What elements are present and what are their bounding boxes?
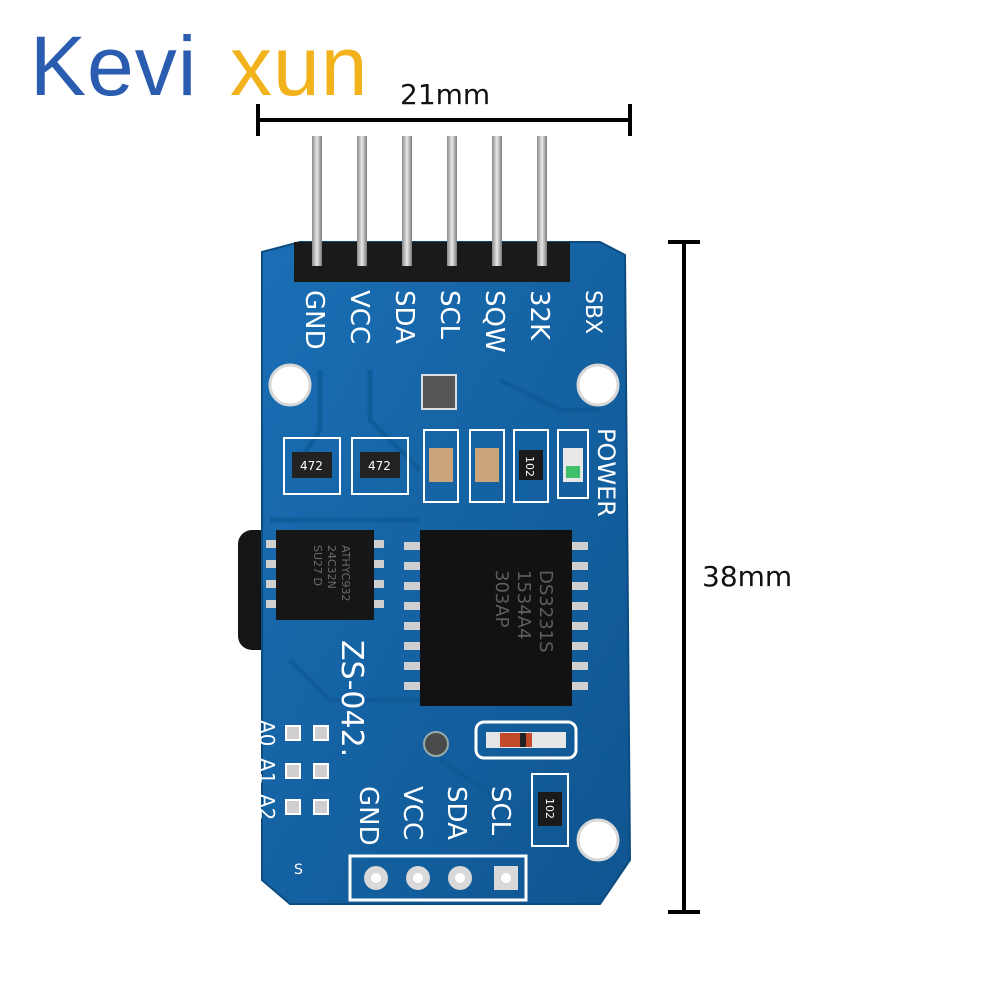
eeprom-text: 24C32N (325, 545, 338, 589)
small-ic (421, 374, 457, 410)
s-mark: S (294, 862, 303, 878)
address-pads (285, 725, 329, 815)
power-label: POWER (592, 428, 620, 517)
width-dimension-label: 21mm (400, 78, 491, 111)
resistor-code: 102 (543, 798, 556, 819)
eeprom-chip: ATHYC932 24C32N SU27 D (266, 530, 384, 620)
bottom-pin-holes (348, 854, 528, 902)
address-label: A1 (255, 758, 279, 784)
mounting-holes (268, 363, 620, 862)
bottom-pin-label: VCC (397, 786, 427, 840)
resistor-arrays: 472 472 (283, 437, 409, 495)
brand-logo: Kevi xun (30, 18, 390, 128)
eeprom-text: SU27 D (311, 545, 324, 586)
bottom-pin-label: SCL (485, 786, 515, 836)
via (423, 731, 449, 757)
top-pin-label: SQW (479, 290, 509, 353)
top-pin-labels: GND VCC SDA SCL SQW 32K SBX (299, 290, 605, 353)
address-label: A0 (255, 720, 279, 746)
diode (474, 720, 578, 760)
sbx-label: SBX (580, 290, 605, 334)
power-led (557, 429, 589, 499)
height-dimension-line (668, 240, 700, 914)
top-pin-label: SDA (389, 290, 419, 344)
resistor-102-bottom: 102 (531, 773, 569, 847)
bottom-pin-labels: GND VCC SDA SCL (353, 786, 515, 846)
eeprom-text: ATHYC932 (339, 545, 352, 601)
width-dimension-line (256, 104, 632, 136)
header-pins (294, 136, 570, 282)
resistor-102-top: 102 (513, 429, 549, 503)
bottom-pin-label: GND (353, 786, 383, 846)
address-label: A2 (255, 794, 279, 820)
height-dimension-label: 38mm (702, 560, 793, 593)
capacitors (423, 429, 505, 503)
rtc-chip-text: 1534A4 (513, 570, 534, 640)
bottom-pin-label: SDA (441, 786, 471, 840)
pcb-traces (270, 370, 612, 832)
model-label: ZS-042. (334, 640, 369, 757)
resistor-array-code: 472 (300, 459, 323, 473)
rtc-chip-text: DS3231S (535, 570, 556, 653)
top-pin-label: GND (299, 290, 329, 350)
rtc-chip-text: 303AP (491, 570, 512, 628)
brand-name-part1: Kevi (30, 19, 198, 113)
top-pin-label: 32K (524, 290, 554, 341)
top-pin-label: SCL (434, 290, 464, 340)
rtc-chip: DS3231S 1534A4 303AP (404, 530, 588, 706)
resistor-array-code: 472 (368, 459, 391, 473)
resistor-code: 102 (523, 456, 536, 477)
brand-name-part2: xun (230, 19, 369, 113)
top-pin-label: VCC (344, 290, 374, 344)
